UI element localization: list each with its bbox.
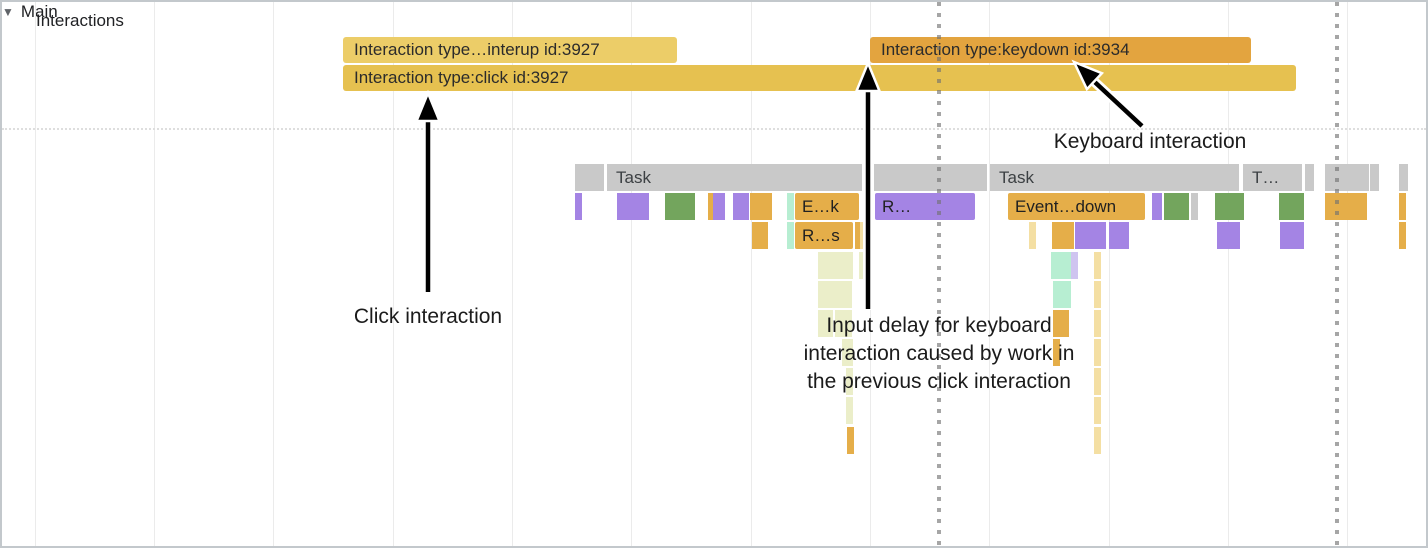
gridline (35, 2, 36, 546)
flame-bar[interactable] (708, 193, 715, 220)
gridline (751, 2, 752, 546)
main-track-header[interactable]: ▼ Main (2, 2, 1426, 22)
track-separator (2, 128, 1426, 130)
flame-bar[interactable] (1280, 222, 1304, 249)
gridline (273, 2, 274, 546)
flame-bar[interactable] (1053, 339, 1060, 366)
flame-bar[interactable] (818, 252, 853, 279)
flame-bar[interactable] (1094, 427, 1101, 454)
gridline (989, 2, 990, 546)
flame-bar[interactable] (1094, 339, 1101, 366)
gridline (512, 2, 513, 546)
flame-bar[interactable] (1191, 193, 1198, 220)
task-bar[interactable]: Task (607, 164, 862, 191)
task-bar[interactable] (1370, 164, 1379, 191)
flame-bar[interactable] (835, 310, 852, 337)
flame-bar[interactable] (1399, 193, 1406, 220)
gridline (393, 2, 394, 546)
main-track-label: Main (20, 2, 58, 21)
flame-bar[interactable] (1399, 222, 1406, 249)
flame-bar[interactable] (1152, 193, 1162, 220)
gridline (1109, 2, 1110, 546)
flame-bar[interactable] (1094, 252, 1101, 279)
flame-bar[interactable] (847, 427, 854, 454)
flame-bar[interactable] (1217, 222, 1240, 249)
flame-bar[interactable] (1094, 397, 1101, 424)
flame-bar[interactable] (750, 193, 772, 220)
input-delay-line-2: interaction caused by work in (803, 342, 1075, 365)
flame-bar[interactable] (1094, 281, 1101, 308)
flame-bar[interactable] (818, 281, 852, 308)
interactions-track-label: Interactions (36, 11, 124, 30)
flame-bar[interactable] (1215, 193, 1244, 220)
interaction-bar[interactable]: Interaction type:click id:3927 (343, 65, 1296, 91)
flame-bar[interactable] (818, 310, 833, 337)
flame-bar[interactable] (859, 252, 866, 279)
flame-bar[interactable]: E…k (795, 193, 859, 220)
flame-bar[interactable] (787, 222, 794, 249)
gridline (1347, 2, 1348, 546)
flame-bar[interactable] (1164, 193, 1189, 220)
flame-bar[interactable] (1279, 193, 1304, 220)
guide-dotted-line (937, 2, 941, 546)
flame-bar[interactable] (787, 193, 794, 220)
flame-bar[interactable] (846, 368, 853, 395)
gridline (631, 2, 632, 546)
flame-bar[interactable] (1053, 310, 1069, 337)
flame-bar[interactable]: R… (875, 193, 975, 220)
flame-bar[interactable] (855, 222, 862, 249)
collapse-triangle-icon[interactable]: ▼ (2, 5, 14, 19)
flame-bar[interactable] (842, 339, 853, 366)
flame-bar[interactable] (733, 193, 740, 220)
flame-bar[interactable] (1075, 222, 1106, 249)
interaction-bar[interactable]: Interaction type…interup id:3927 (343, 37, 677, 63)
flame-bar[interactable]: Event…down (1008, 193, 1145, 220)
flame-bar[interactable] (1325, 193, 1367, 220)
keyboard-interaction-annotation: Keyboard interaction (1053, 130, 1247, 153)
task-bar[interactable] (1399, 164, 1408, 191)
input-delay-line-3: the previous click interaction (807, 370, 1071, 393)
flame-bar[interactable]: R…s (795, 222, 853, 249)
flame-bar[interactable] (1053, 281, 1071, 308)
flame-bar[interactable] (1109, 222, 1129, 249)
flame-bar[interactable] (860, 222, 867, 249)
flame-bar[interactable] (740, 193, 749, 220)
flame-bar[interactable] (1051, 252, 1071, 279)
flame-bar[interactable] (713, 193, 725, 220)
task-bar[interactable] (575, 164, 604, 191)
flame-bar[interactable] (1052, 222, 1074, 249)
flame-bar[interactable] (617, 193, 624, 220)
input-delay-annotation: Input delay for keyboard interaction cau… (804, 312, 1075, 396)
flame-bar[interactable] (575, 193, 582, 220)
task-bar[interactable] (1325, 164, 1369, 191)
task-bar[interactable]: T… (1243, 164, 1302, 191)
flame-bar[interactable] (1094, 368, 1101, 395)
click-arrow-icon (414, 89, 442, 293)
task-bar[interactable] (1305, 164, 1314, 191)
flame-bar[interactable] (1029, 222, 1036, 249)
flame-bar[interactable] (1094, 310, 1101, 337)
input-delay-line-1: Input delay for keyboard (826, 314, 1052, 337)
gridline (1228, 2, 1229, 546)
task-bar[interactable] (874, 164, 987, 191)
flame-bar[interactable] (752, 222, 768, 249)
flame-bar[interactable] (846, 397, 853, 424)
guide-dotted-line (1335, 2, 1339, 546)
click-interaction-annotation: Click interaction (353, 305, 503, 328)
interaction-bar[interactable]: Interaction type:keydown id:3934 (870, 37, 1251, 63)
task-bar[interactable]: Task (990, 164, 1239, 191)
flame-bar[interactable] (621, 193, 649, 220)
flame-bar[interactable] (1071, 252, 1078, 279)
flame-bar[interactable] (665, 193, 695, 220)
gridline (154, 2, 155, 546)
